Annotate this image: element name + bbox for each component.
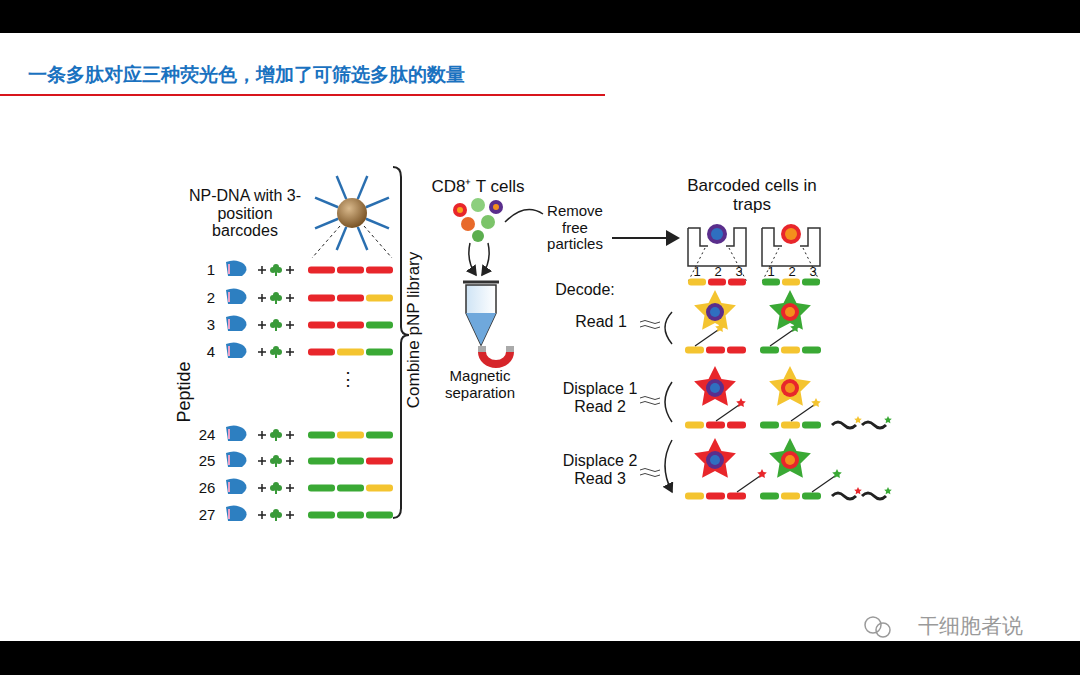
position-number: 2	[788, 265, 795, 279]
library-label: Combine pNP library	[405, 252, 424, 409]
peptide-number: 25	[199, 453, 216, 470]
peptide-number: 3	[207, 317, 215, 334]
step-label: Magnetic separation	[435, 368, 525, 401]
read-label: Displace 2 Read 3	[554, 452, 646, 487]
cell-label: CD8⁺ T cells	[431, 178, 524, 197]
top-bar	[0, 0, 1080, 33]
position-number: 3	[735, 265, 742, 279]
watermark: 干细胞者说	[918, 615, 1023, 638]
axis-label: Peptide	[175, 361, 195, 422]
read-label: Read 1	[575, 313, 627, 331]
step-label: Remove free particles	[535, 203, 615, 253]
ellipsis: ⋮	[339, 370, 357, 390]
peptide-number: 24	[199, 427, 216, 444]
position-number: 2	[714, 265, 721, 279]
np-dna-label: NP-DNA with 3-position barcodes	[185, 187, 305, 240]
decode-label: Decode:	[555, 281, 615, 299]
trap-label: Barcoded cells in traps	[687, 177, 817, 214]
peptide-number: 27	[199, 507, 216, 524]
position-number: 3	[809, 265, 816, 279]
bottom-bar	[0, 641, 1080, 675]
peptide-number: 2	[207, 290, 215, 307]
slide-title: 一条多肽对应三种荧光色，增加了可筛选多肽的数量	[28, 62, 465, 88]
peptide-number: 4	[207, 344, 215, 361]
position-number: 1	[693, 265, 700, 279]
peptide-number: 1	[207, 262, 215, 279]
position-number: 1	[767, 265, 774, 279]
read-label: Displace 1 Read 2	[554, 380, 646, 415]
peptide-number: 26	[199, 480, 216, 497]
